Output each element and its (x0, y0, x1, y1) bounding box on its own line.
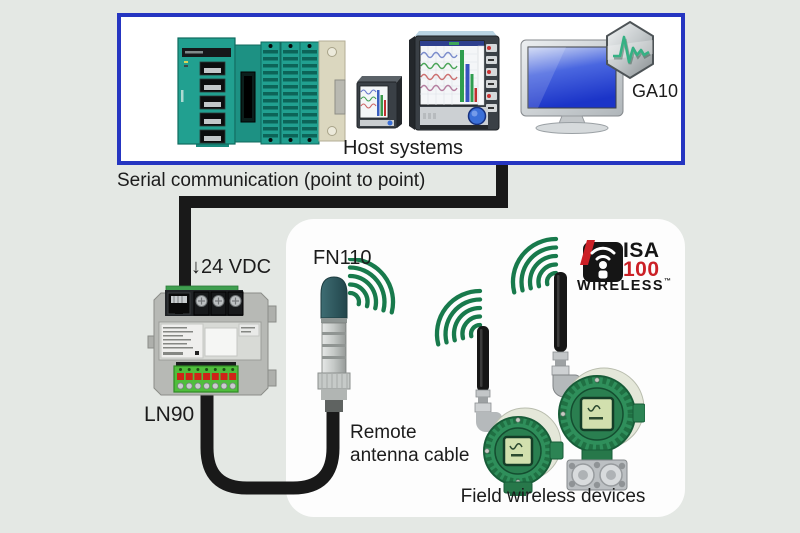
recorder-small-illustration (356, 76, 402, 129)
remote-antenna-cable-label: Remote antenna cable (350, 422, 470, 466)
field-transmitter-left-illustration (474, 326, 564, 496)
power-terminals (193, 291, 244, 316)
ln90-converter-illustration (147, 285, 277, 396)
plc-controller-illustration (177, 37, 346, 147)
mounting-bracket (318, 40, 346, 142)
ga10-label: GA10 (632, 81, 679, 101)
fn110-antenna-illustration (317, 276, 351, 412)
lcd-display (579, 396, 615, 432)
bargraphs (460, 50, 477, 102)
host-systems-label: Host systems (342, 137, 464, 159)
io-terminal-block (173, 365, 239, 393)
serial-cable-horizontal (179, 196, 508, 208)
trend-waveforms (420, 51, 458, 92)
wireless-signal-arcs-left-device (434, 288, 483, 347)
fn110-label: FN110 (313, 247, 372, 269)
wireless-signal-arcs-fn110 (347, 258, 396, 315)
ln90-label: LN90 (144, 403, 195, 426)
wireless-signal-arcs-right-device (510, 236, 559, 295)
monitor-screen (527, 46, 617, 109)
side-indicator-panel (486, 44, 497, 112)
trademark-symbol: ™ (663, 278, 671, 285)
power-24vdc-label: ↓24 VDC (191, 256, 272, 278)
antenna-rod (477, 326, 489, 392)
isa100-wireless-logo-mark (580, 240, 623, 282)
jog-knob (467, 106, 487, 126)
pulse-waveform (613, 35, 650, 64)
isa-logo-text-isa: ISA (623, 239, 660, 262)
desktop-monitor-illustration (520, 39, 624, 134)
field-transmitter-right-illustration (551, 272, 645, 491)
recorder-large-illustration (409, 31, 500, 131)
wireless-word: WIRELESS (577, 278, 664, 294)
isa-logo-text-wireless: WIRELESS™ (577, 278, 671, 295)
jog-knob (387, 120, 393, 126)
field-wireless-devices-label: Field wireless devices (460, 486, 646, 507)
red-slash (580, 240, 595, 265)
serial-communication-label: Serial communication (point to point) (117, 170, 426, 191)
lcd-display (502, 435, 534, 467)
antenna-rod (554, 272, 567, 352)
ga10-software-icon (606, 20, 654, 80)
antenna-cap (320, 276, 348, 319)
serial-cable-vertical-left (179, 196, 191, 292)
isa-logo-text-100: 100 (623, 258, 660, 281)
remote-antenna-cable-curve (200, 392, 340, 495)
process-flange (566, 459, 628, 491)
rj45-port (167, 292, 191, 315)
vent-modules (260, 41, 320, 145)
